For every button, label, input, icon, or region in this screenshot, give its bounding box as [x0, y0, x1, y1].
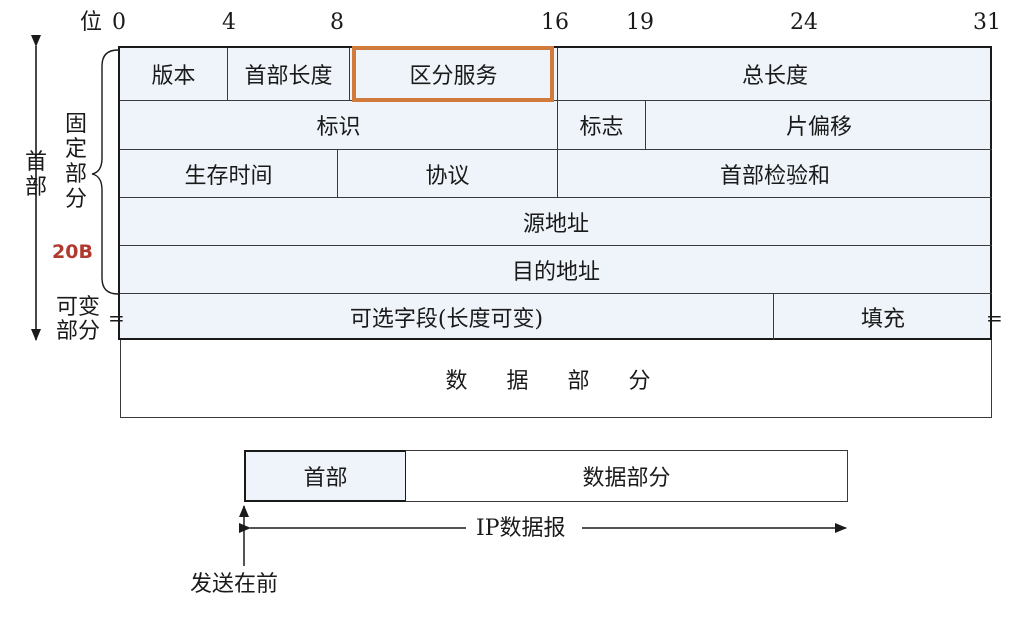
- bit-axis-label: 位: [80, 10, 103, 35]
- field-identification: 标识: [120, 101, 558, 150]
- bit-tick-4: 4: [222, 10, 236, 35]
- fixed-size-label: 20B: [52, 241, 93, 263]
- packet-header-label: 首部: [303, 466, 348, 491]
- field-version: 版本: [120, 48, 228, 101]
- fixed-part-label: 固定部分: [64, 112, 87, 212]
- bit-tick-16: 16: [541, 10, 569, 35]
- bit-tick-8: 8: [330, 10, 344, 35]
- bit-tick-0: 0: [112, 10, 126, 35]
- field-source-address: 源地址: [120, 198, 992, 246]
- packet-data-box: 数据部分: [406, 450, 848, 502]
- field-padding: 填充: [860, 307, 905, 332]
- bit-tick-19: 19: [626, 10, 654, 35]
- field-header-length: 首部长度: [228, 48, 350, 101]
- dsfield-highlight-box: [352, 46, 554, 102]
- data-part-label: 数 据 部 分: [445, 368, 667, 394]
- data-part: 数 据 部 分: [120, 340, 992, 418]
- variable-part-label: 可变部分: [55, 295, 100, 344]
- field-ttl: 生存时间: [120, 150, 338, 198]
- ip-datagram-label: IP数据报: [470, 516, 572, 541]
- field-protocol: 协议: [338, 150, 558, 198]
- options-equals-right: =: [986, 306, 1003, 330]
- packet-data-label: 数据部分: [582, 466, 671, 491]
- bit-tick-31: 31: [973, 10, 1001, 35]
- ip-header-table: 版本 首部长度 区分服务 总长度 标识 标志 片偏移 生存时间 协议 首部检验和…: [118, 46, 992, 340]
- field-fragment-offset: 片偏移: [646, 101, 992, 150]
- options-equals-left: =: [108, 306, 125, 330]
- send-first-label: 发送在前: [190, 572, 279, 597]
- field-flags: 标志: [558, 101, 646, 150]
- field-destination-address: 目的地址: [120, 246, 992, 294]
- bit-tick-24: 24: [790, 10, 818, 35]
- fixed-part-brace: [91, 49, 119, 295]
- field-total-length: 总长度: [558, 48, 992, 101]
- field-header-checksum: 首部检验和: [558, 150, 992, 198]
- field-options: 可选字段(长度可变): [120, 294, 774, 340]
